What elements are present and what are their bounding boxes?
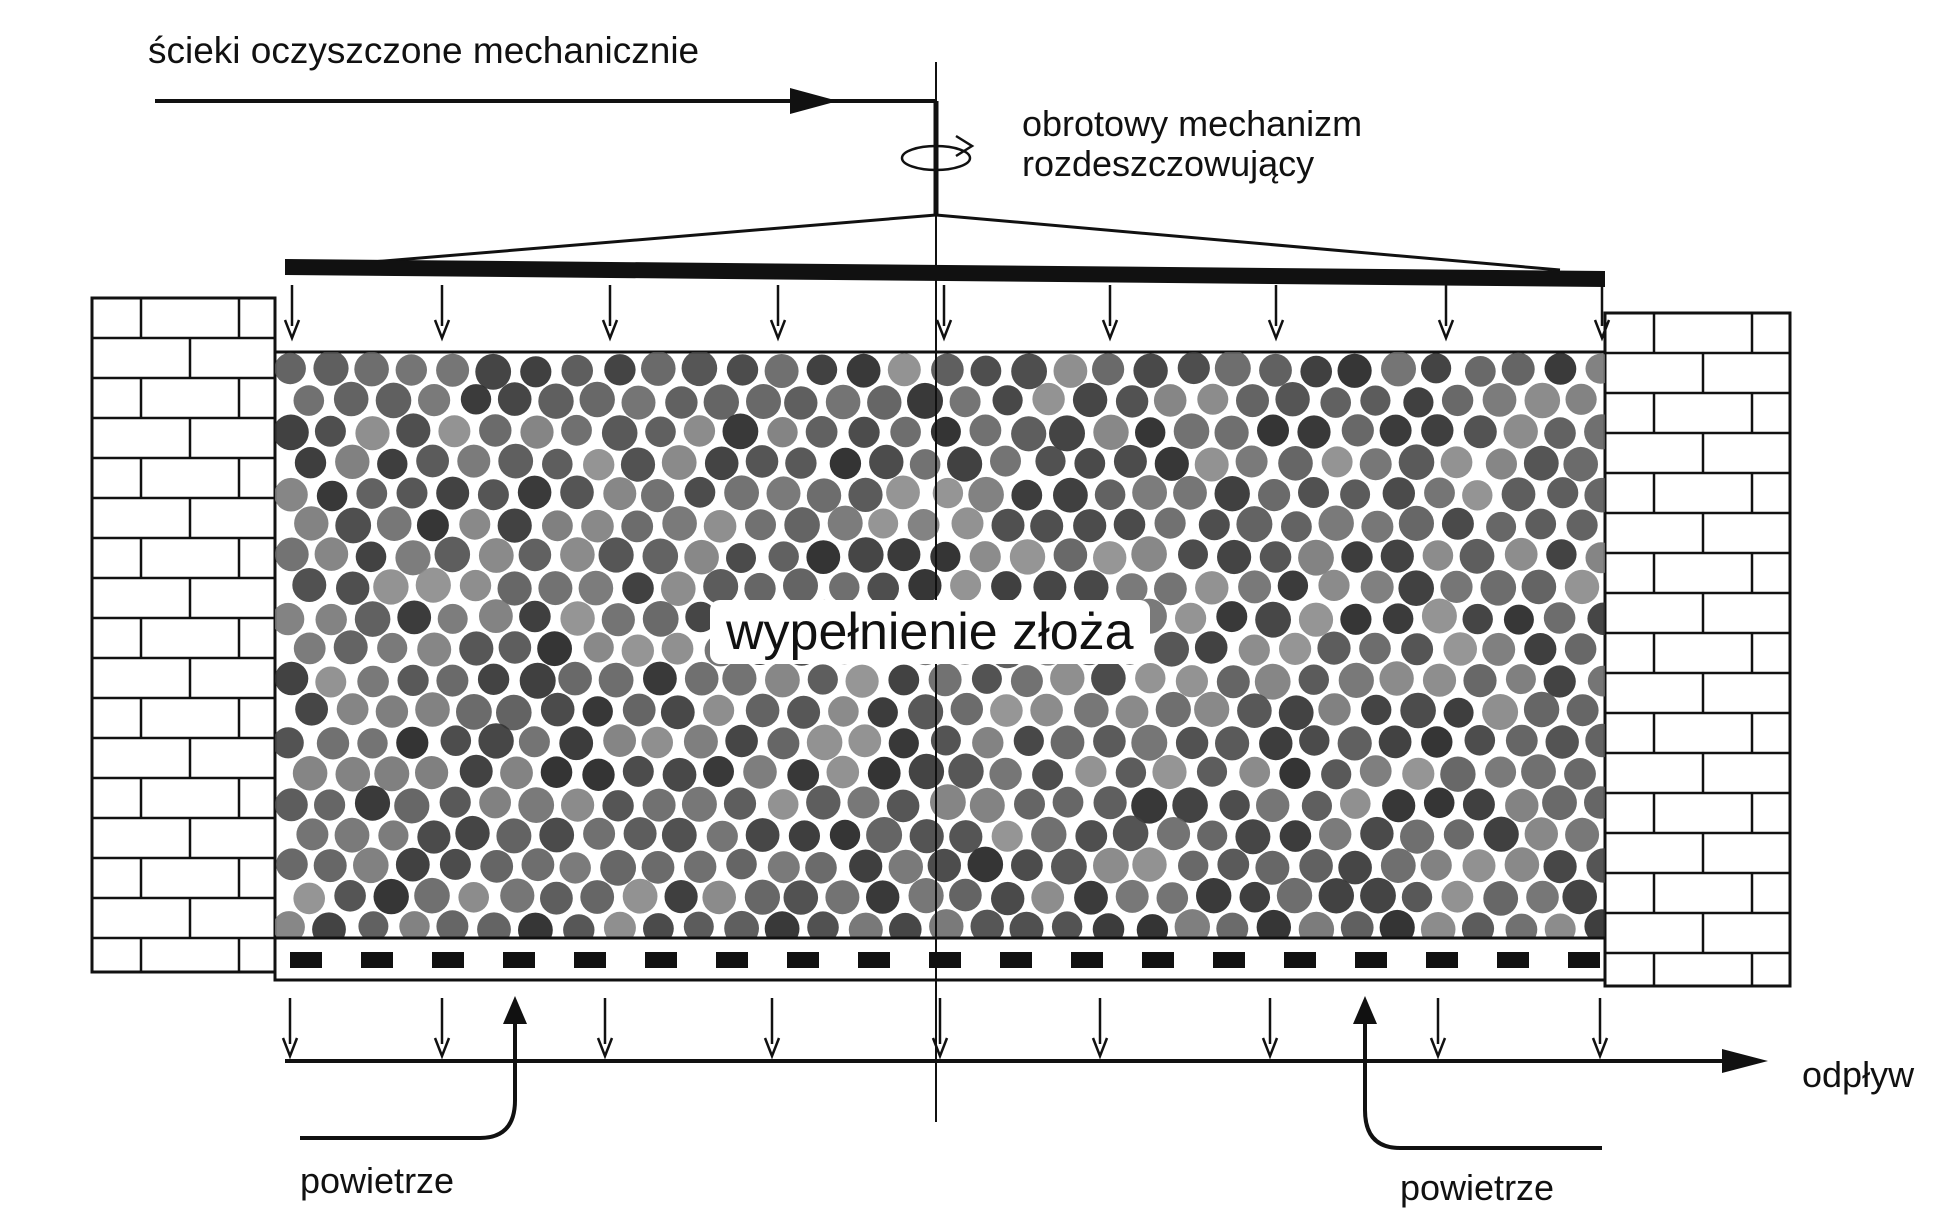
air-inlet-right xyxy=(1353,996,1602,1150)
air-label-left: powietrze xyxy=(300,1160,455,1201)
outlet-label: odpływ xyxy=(1802,1054,1915,1095)
brick-wall-left xyxy=(90,296,277,974)
rotary-mechanism-label-line2: rozdeszczowujący xyxy=(1022,143,1315,184)
spray-arrows xyxy=(283,285,1611,342)
filter-bed xyxy=(273,350,1607,940)
brick-wall-right xyxy=(1603,311,1792,988)
inlet-label: ścieki oczyszczone mechanicznie xyxy=(148,30,700,71)
air-label-right: powietrze xyxy=(1400,1167,1555,1208)
bed-fill-label: wypełnienie złoża xyxy=(710,600,1150,664)
air-inlet-left xyxy=(300,996,527,1140)
rotary-distributor-arm xyxy=(285,213,1605,287)
rotary-mechanism-label: obrotowy mechanizm xyxy=(1022,103,1363,144)
bed-pebbles xyxy=(275,352,1605,938)
outlet-pipe xyxy=(285,1049,1768,1073)
drain-arrows xyxy=(281,998,1609,1060)
rotation-arrow-icon xyxy=(900,134,975,172)
underdrain-slab xyxy=(273,936,1607,982)
inlet-pipe xyxy=(155,88,939,215)
